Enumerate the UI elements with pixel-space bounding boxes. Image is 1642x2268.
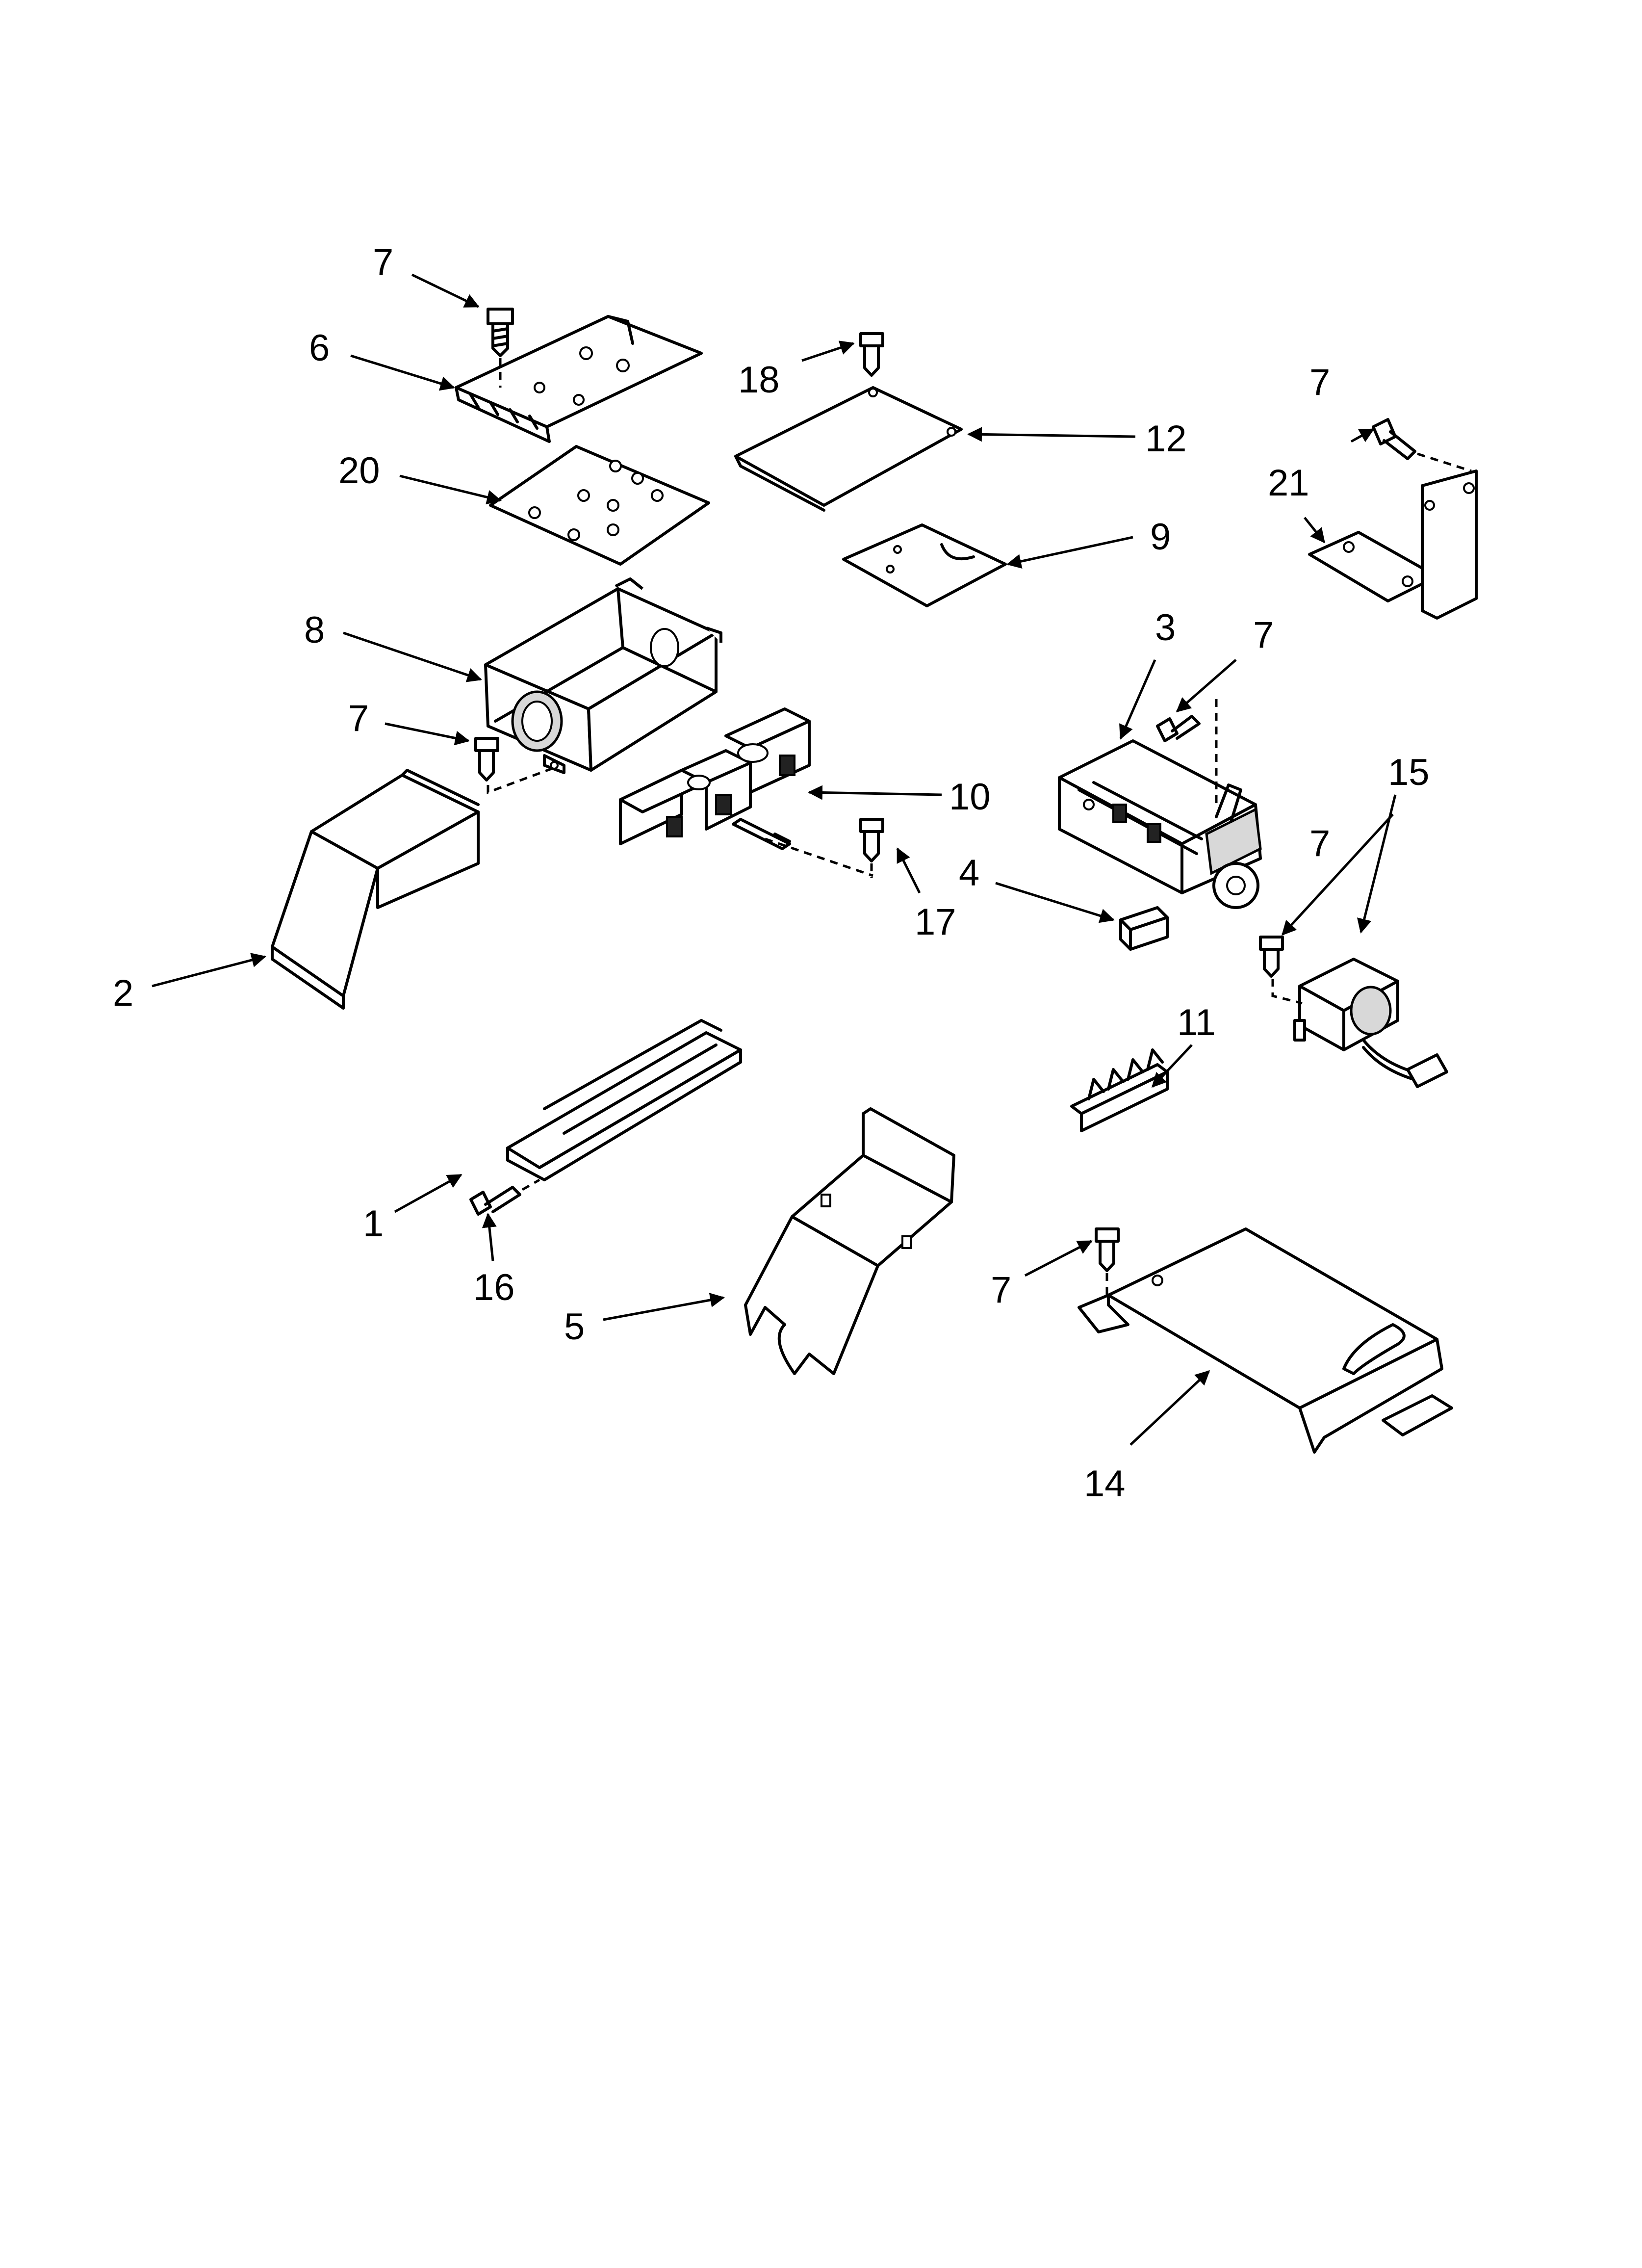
part-12-cover-plate [734,386,963,512]
callout-11: 11 [1177,1002,1216,1043]
callout-6: 6 [309,327,330,369]
part-3-control-assembly [1058,739,1262,909]
callout-9: 9 [1150,516,1171,558]
part-7-screw-bracket [1372,418,1472,472]
part-17-screw [859,818,884,878]
part-9-insulator [842,523,1007,607]
part-8-control-box [484,577,722,774]
part-21-bracket [1308,469,1478,620]
callout-7-transformer: 7 [1309,823,1330,864]
callout-10: 10 [949,776,991,818]
callout-7-bracket: 7 [1309,362,1330,403]
part-4-connector [1119,906,1169,951]
callout-7-control: 7 [1253,614,1274,656]
callout-20: 20 [338,450,380,492]
callout-15: 15 [1388,752,1430,793]
part-11-wire-clip [1070,1048,1169,1132]
callout-7-box: 7 [348,698,369,739]
callout-labels: 7 6 20 8 7 2 18 12 9 10 17 4 7 21 3 7 15… [113,241,1430,1505]
part-16-screw [469,1178,540,1216]
part-18-screw [859,332,884,377]
callout-21: 21 [1268,462,1309,504]
callout-1: 1 [363,1203,384,1245]
part-20-insulation-pad [489,445,710,566]
part-14-base-tray [1078,1227,1453,1454]
callout-12: 12 [1145,418,1187,460]
callout-14: 14 [1084,1463,1126,1505]
part-7-screw-top [487,308,514,388]
part-7-screw-box [474,737,555,794]
part-15-transformer [1293,958,1448,1088]
part-2-duct-cover [271,769,480,1010]
callout-7-tray: 7 [991,1269,1011,1311]
callout-4: 4 [959,852,979,894]
callout-7-top: 7 [373,241,393,283]
callout-8: 8 [304,609,325,651]
callout-2: 2 [113,972,133,1014]
part-7-screw-tray [1095,1227,1120,1295]
callout-17: 17 [915,901,956,943]
part-5-hood [744,1107,955,1375]
callout-18: 18 [738,359,780,401]
part-7-screw-transformer [1259,936,1303,1005]
leader-lines [152,273,1397,1446]
callout-3: 3 [1155,607,1176,649]
part-6-mounting-bracket [455,315,703,443]
part-1-rail [506,1019,742,1181]
callout-16: 16 [473,1267,515,1308]
part-7-screw-control [1156,699,1218,805]
callout-5: 5 [564,1306,585,1348]
part-10-terminal-block [619,707,873,877]
